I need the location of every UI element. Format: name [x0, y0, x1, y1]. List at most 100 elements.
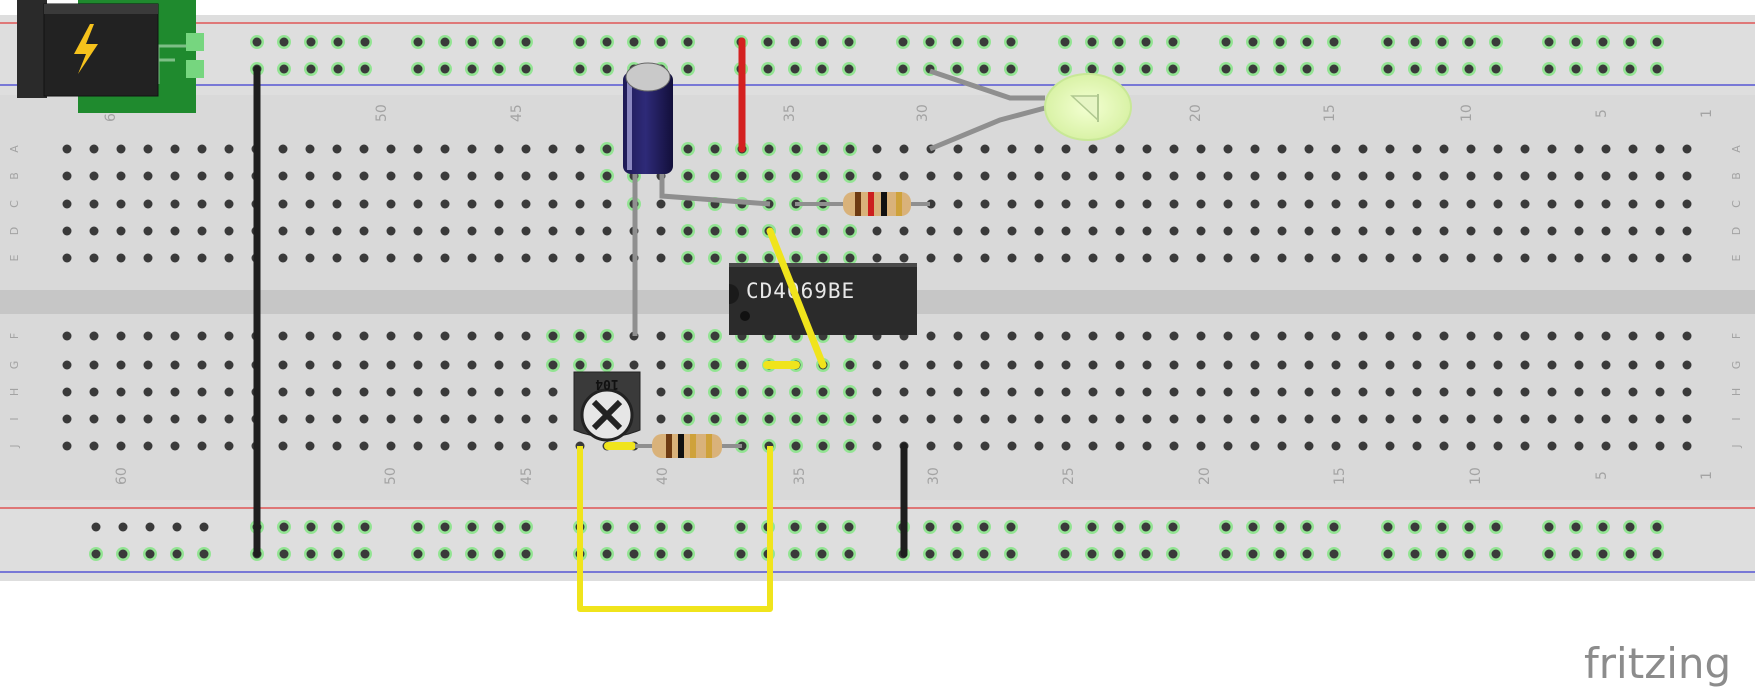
breadboard-hole [1115, 387, 1125, 397]
rail-hole [1114, 37, 1124, 47]
breadboard-hole [1385, 144, 1395, 154]
breadboard-hole [305, 441, 315, 451]
rail-hole [413, 522, 423, 532]
breadboard-hole [305, 387, 315, 397]
rail-hole [1060, 549, 1070, 559]
breadboard-hole [1520, 441, 1530, 451]
breadboard-hole [1520, 144, 1530, 154]
breadboard-hole [1601, 360, 1611, 370]
breadboard-hole [170, 387, 180, 397]
breadboard-hole [89, 387, 99, 397]
breadboard-hole [116, 253, 126, 263]
column-number-bottom: 20 [1197, 467, 1213, 485]
breadboard-hole [1223, 441, 1233, 451]
row-letter: C [8, 200, 21, 208]
row-letter: F [1730, 333, 1743, 339]
rail-hole [1625, 37, 1635, 47]
breadboard-hole [683, 360, 693, 370]
rail-hole [629, 37, 639, 47]
rail-hole [736, 549, 746, 559]
breadboard-hole [521, 171, 531, 181]
breadboard-hole [1493, 226, 1503, 236]
breadboard-hole [89, 414, 99, 424]
row-letter: J [1730, 444, 1743, 448]
rail-hole [1652, 64, 1662, 74]
breadboard-hole [386, 171, 396, 181]
breadboard-hole [1277, 226, 1287, 236]
breadboard-hole [1466, 199, 1476, 209]
breadboard-hole [386, 253, 396, 263]
breadboard-hole [332, 360, 342, 370]
breadboard-hole [1655, 226, 1665, 236]
breadboard-hole [1493, 387, 1503, 397]
resistor-band [896, 192, 902, 216]
column-number-bottom: 25 [1061, 467, 1077, 485]
breadboard-hole [1196, 226, 1206, 236]
breadboard-hole [1547, 441, 1557, 451]
breadboard-hole [1493, 331, 1503, 341]
rail-hole [1114, 549, 1124, 559]
breadboard-hole [818, 171, 828, 181]
ic-chip: CD4069BE [729, 263, 917, 335]
breadboard-hole [1007, 441, 1017, 451]
breadboard-hole [872, 414, 882, 424]
breadboard-hole [359, 226, 369, 236]
breadboard-hole [926, 441, 936, 451]
breadboard-hole [1358, 144, 1368, 154]
row-letter: E [1730, 254, 1743, 261]
breadboard-hole [710, 171, 720, 181]
breadboard-hole [1304, 387, 1314, 397]
rail-hole [1544, 64, 1554, 74]
breadboard-hole [305, 331, 315, 341]
power-jack [17, 0, 204, 113]
breadboard-hole [1250, 253, 1260, 263]
bottom-power-rail [0, 500, 1755, 581]
breadboard-hole [548, 144, 558, 154]
breadboard-hole [440, 144, 450, 154]
breadboard-hole [440, 171, 450, 181]
breadboard-hole [1304, 414, 1314, 424]
rail-hole [1275, 37, 1285, 47]
breadboard-hole [1088, 331, 1098, 341]
breadboard-hole [89, 171, 99, 181]
breadboard-hole [1385, 360, 1395, 370]
rail-hole [1410, 37, 1420, 47]
breadboard-hole [359, 199, 369, 209]
breadboard-hole [818, 226, 828, 236]
breadboard-hole [521, 414, 531, 424]
breadboard-hole [926, 253, 936, 263]
breadboard-hole [1601, 253, 1611, 263]
rail-hole [1625, 522, 1635, 532]
breadboard-hole [1250, 360, 1260, 370]
rail-hole [1087, 64, 1097, 74]
breadboard-hole [1574, 253, 1584, 263]
ic-body [729, 263, 917, 335]
rail-hole [521, 522, 531, 532]
breadboard-hole [548, 331, 558, 341]
breadboard-hole [170, 414, 180, 424]
breadboard-hole [1466, 253, 1476, 263]
breadboard-hole [224, 171, 234, 181]
breadboard-hole [332, 144, 342, 154]
rail-hole [1598, 64, 1608, 74]
breadboard-hole [89, 199, 99, 209]
breadboard-hole [332, 226, 342, 236]
rail-hole [494, 549, 504, 559]
breadboard-hole [1628, 253, 1638, 263]
breadboard-hole [1439, 171, 1449, 181]
rail-hole [656, 37, 666, 47]
breadboard-hole [332, 387, 342, 397]
row-letter: B [8, 172, 21, 180]
breadboard-hole [1115, 441, 1125, 451]
breadboard-hole [872, 144, 882, 154]
breadboard-hole [602, 331, 612, 341]
breadboard-hole [1574, 171, 1584, 181]
breadboard-hole [1466, 441, 1476, 451]
breadboard-hole [278, 414, 288, 424]
breadboard-hole [683, 414, 693, 424]
rail-hole [279, 549, 289, 559]
breadboard-hole [1142, 171, 1152, 181]
rail-hole [1410, 522, 1420, 532]
breadboard-hole [737, 414, 747, 424]
breadboard-hole [521, 387, 531, 397]
